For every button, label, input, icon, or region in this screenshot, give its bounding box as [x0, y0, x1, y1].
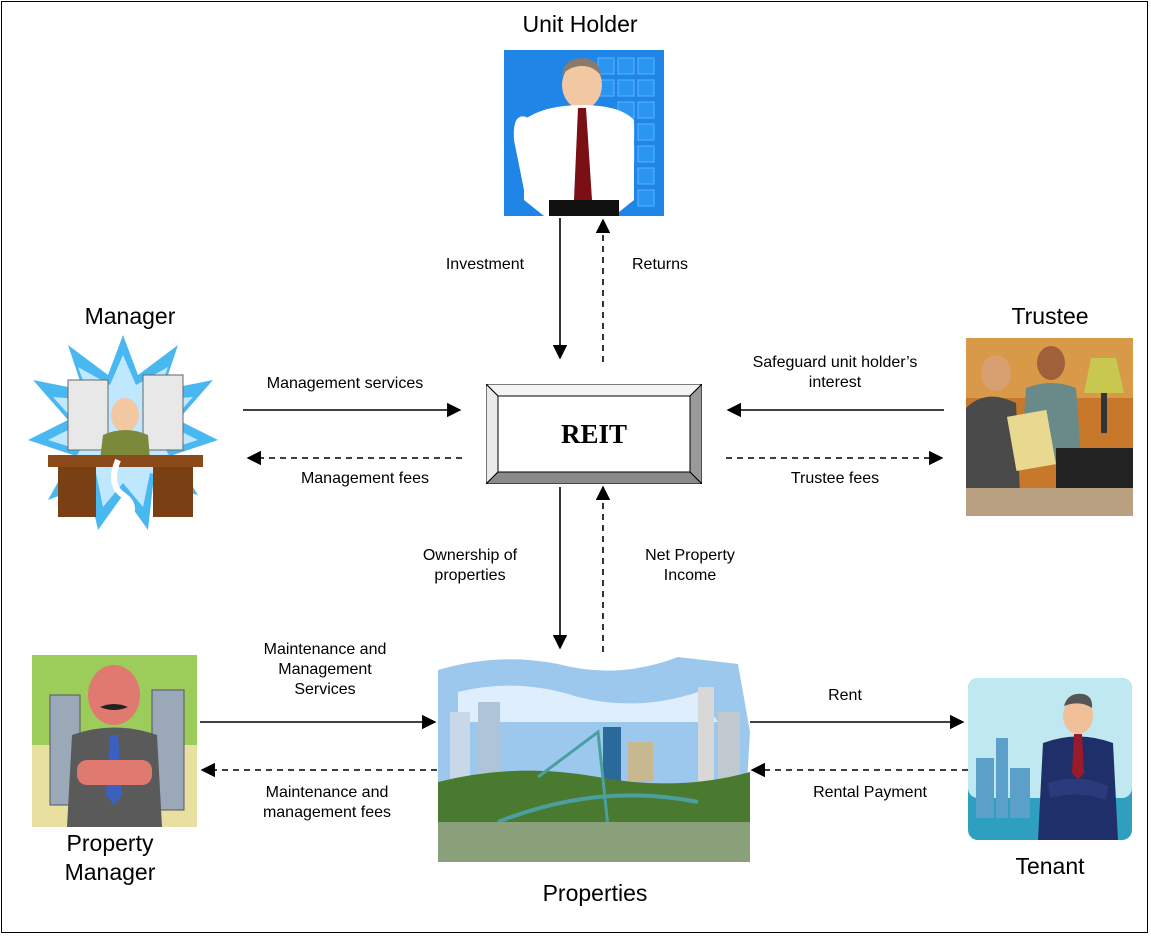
- safeguard-label-line1: Safeguard unit holder’s: [752, 354, 918, 371]
- management-services-label: Management services: [266, 375, 424, 392]
- tenant-title: Tenant: [1015, 853, 1085, 879]
- npi-label: Net Property Income: [615, 546, 765, 586]
- ownership-label: Ownership of properties: [400, 546, 540, 586]
- property-manager-icon: [32, 655, 197, 827]
- management-fees-label: Management fees: [300, 470, 430, 487]
- npi-label-line1: Net Property: [645, 547, 735, 564]
- ownership-label-line1: Ownership of: [422, 547, 518, 564]
- properties-title: Properties: [542, 880, 648, 906]
- npi-label-line2: Income: [663, 567, 717, 584]
- property-manager-title-line2: Manager: [64, 859, 156, 885]
- investment-label: Investment: [445, 256, 525, 273]
- maintenance-services-label: Maintenance and Management Services: [225, 640, 425, 700]
- reit-bevel: [484, 382, 704, 486]
- tenant-businessman-icon: [968, 678, 1132, 840]
- reit-label: REIT: [560, 418, 628, 449]
- businessman-icon: [504, 50, 664, 216]
- maintenance-services-label-line2: Management: [278, 661, 372, 678]
- maintenance-fees-label-line2: management fees: [262, 804, 392, 821]
- reit-box: REIT: [484, 382, 704, 486]
- maintenance-services-label-line3: Services: [294, 681, 356, 698]
- safeguard-label: Safeguard unit holder’s interest: [705, 353, 965, 393]
- meeting-icon: [966, 338, 1133, 516]
- property-manager-title-line1: Property: [66, 830, 154, 856]
- safeguard-label-line2: interest: [808, 374, 862, 391]
- property-manager-title: Property Manager: [30, 829, 190, 887]
- returns-label: Returns: [631, 256, 689, 273]
- maintenance-fees-label: Maintenance and management fees: [222, 783, 432, 823]
- unit-holder-title: Unit Holder: [522, 11, 638, 37]
- trustee-fees-label: Trustee fees: [790, 470, 880, 487]
- manager-title: Manager: [84, 303, 176, 329]
- rent-label: Rent: [828, 687, 862, 704]
- ownership-label-line2: properties: [434, 567, 506, 584]
- trustee-title: Trustee: [1011, 303, 1089, 329]
- maintenance-services-label-line1: Maintenance and: [263, 641, 387, 658]
- maintenance-fees-label-line1: Maintenance and: [265, 784, 389, 801]
- stressed-manager-icon: [28, 335, 218, 530]
- city-skyline-photo: [438, 652, 750, 862]
- rental-payment-label: Rental Payment: [813, 784, 927, 801]
